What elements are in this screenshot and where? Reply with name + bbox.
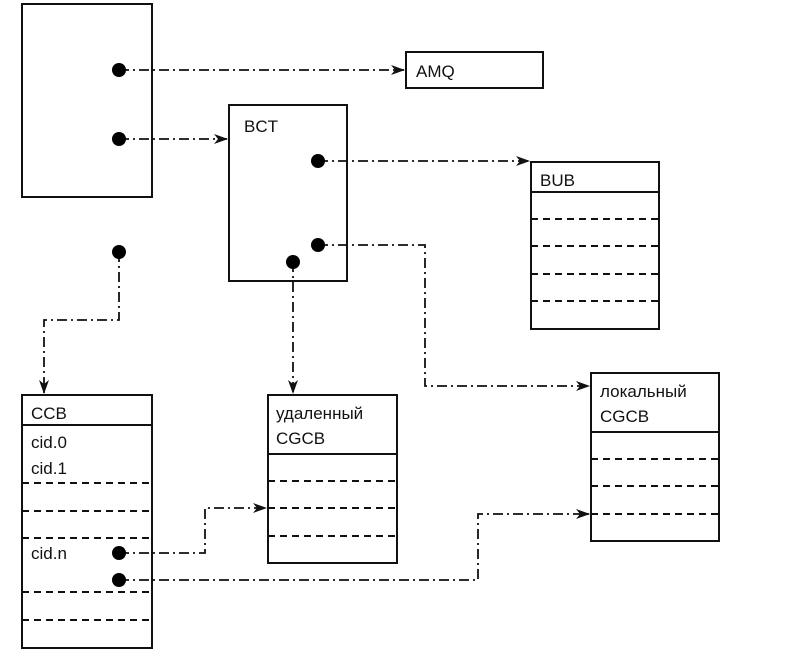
pointer-dot-amq (112, 63, 126, 77)
ccb-entry-cid1: cid.1 (31, 459, 67, 478)
link-cidn-to-remote-cgcb (119, 503, 267, 554)
ccb-entry-cidn: cid.n (31, 544, 67, 563)
link-pointer-to-ccb (39, 252, 120, 394)
pointer-dot-bub (311, 154, 325, 168)
pointer-dot-remote-cgcb (286, 255, 300, 269)
link-bct-to-local-cgcb (318, 244, 590, 391)
pointer-dot-bct (112, 132, 126, 146)
local-cgcb-label-1: локальный (600, 382, 687, 401)
pointer-dot-ccb (112, 245, 126, 259)
remote-cgcb-label-1: удаленный (276, 404, 363, 423)
bct-box: BCT (228, 104, 348, 282)
local-cgcb-box: локальный CGCB (590, 372, 720, 542)
remote-cgcb-box: удаленный CGCB (267, 394, 398, 564)
amq-box: AMQ (405, 51, 544, 89)
root-box (21, 3, 153, 198)
pointer-dot-ccb-local (112, 573, 126, 587)
bub-label: BUB (540, 171, 575, 190)
pointer-dot-cidn (112, 546, 126, 560)
bub-box: BUB (530, 161, 660, 330)
ccb-box: CCB cid.0 cid.1 cid.n (21, 394, 153, 649)
pointer-dot-local-cgcb (311, 238, 325, 252)
amq-label: AMQ (416, 62, 455, 81)
remote-cgcb-label-2: CGCB (276, 429, 325, 448)
ccb-entry-cid0: cid.0 (31, 433, 67, 452)
link-ccb-to-local-cgcb (119, 509, 590, 581)
bct-label: BCT (244, 117, 278, 136)
ccb-label: CCB (31, 404, 67, 423)
local-cgcb-label-2: CGCB (600, 407, 649, 426)
